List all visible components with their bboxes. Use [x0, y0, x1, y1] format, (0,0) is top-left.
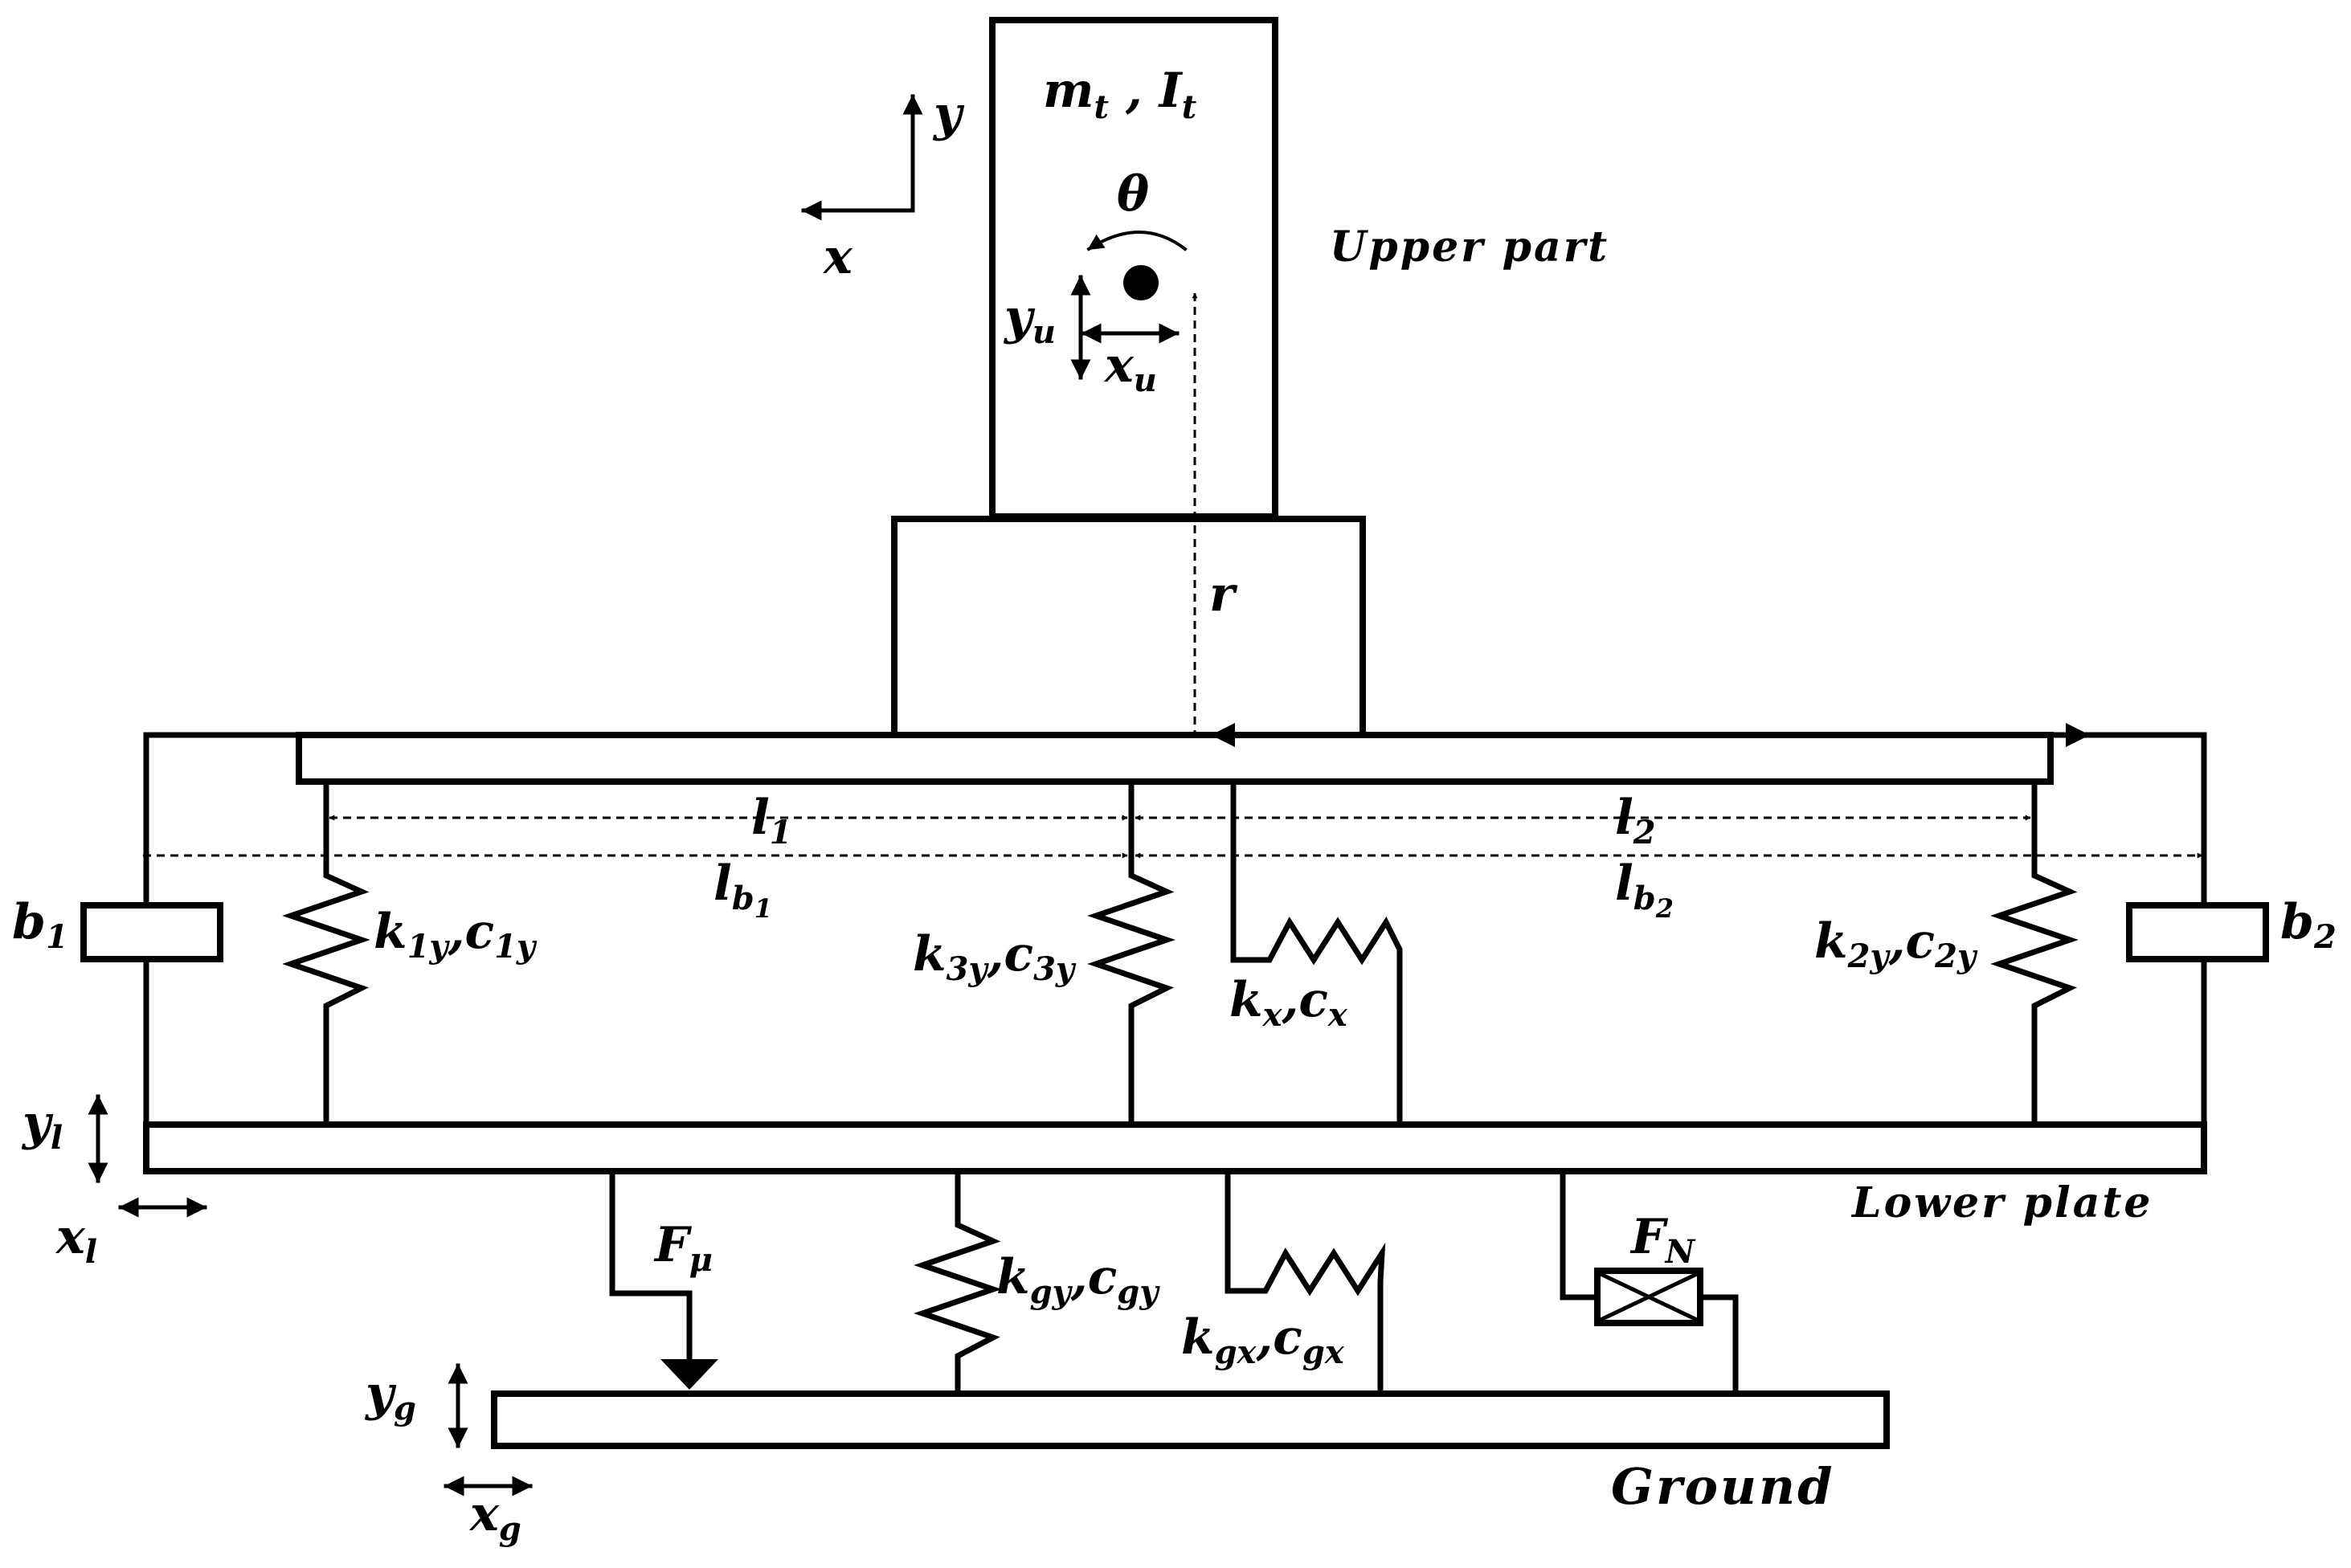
l1-label: l1: [751, 790, 792, 851]
yu-label: yu: [1003, 289, 1056, 351]
yl-label: yl: [21, 1095, 63, 1157]
bumper-b1: [80, 902, 223, 962]
spring-k3y-label: k3y,c3y: [913, 926, 1077, 988]
rotation-label: θ: [1117, 166, 1149, 223]
spring-k1y: [282, 778, 370, 1128]
l2-label: l2: [1615, 790, 1656, 851]
spring-kgx-label: kgx,cgx: [1181, 1309, 1345, 1371]
lower-plate: [143, 1121, 2207, 1174]
normal-force-link-right: [1697, 1294, 1739, 1397]
ground-plate: [491, 1390, 1890, 1449]
xl-label: xl: [55, 1209, 97, 1271]
friction-force-arrowhead: [660, 1359, 718, 1390]
spring-k2y: [1990, 778, 2079, 1128]
spring-k3y: [1087, 778, 1176, 1128]
normal-force-link-left: [1560, 1168, 1601, 1301]
spring-kx-label: kx,cx: [1229, 972, 1348, 1034]
spring-kgx: [1225, 1168, 1386, 1397]
axis-x-label: x: [822, 229, 853, 285]
frame-right: [2047, 732, 2207, 1128]
r-label: r: [1209, 566, 1238, 623]
bumper-b2: [2126, 902, 2269, 962]
bumper-b1-label: b1: [12, 894, 68, 956]
spring-kx: [1230, 778, 1403, 1128]
rotation-arrow: [1086, 231, 1188, 251]
friction-link: [609, 1168, 693, 1361]
upper-part-label: Upper part: [1330, 223, 1609, 272]
normal-force-label: FN: [1629, 1209, 1696, 1271]
ground-label: Ground: [1611, 1457, 1834, 1516]
friction-force-label: Fμ: [653, 1217, 713, 1279]
center-of-mass: [1123, 265, 1159, 300]
spring-k2y-label: k2y,c2y: [1814, 913, 1978, 975]
xg-label: xg: [468, 1486, 521, 1548]
normal-force-cross-b: [1597, 1271, 1700, 1323]
frame-left: [143, 732, 302, 1128]
xu-label: xu: [1103, 337, 1157, 399]
spring-k1y-label: k1y,c1y: [374, 904, 538, 966]
yg-label: yg: [364, 1366, 416, 1427]
spring-kgy-label: kgy,cgy: [996, 1249, 1160, 1311]
lower-plate-label: Lower plate: [1850, 1178, 2153, 1227]
axis-y-label: y: [932, 86, 965, 142]
upper-plate: [296, 732, 2054, 785]
spring-kgy: [914, 1168, 1002, 1397]
lb1-label: lb1: [713, 855, 772, 924]
upper-part-base: [891, 516, 1366, 739]
lb2-label: lb2: [1615, 855, 1674, 924]
upper-mass-label: mt , It: [1043, 63, 1197, 126]
bumper-b2-label: b2: [2280, 894, 2337, 956]
